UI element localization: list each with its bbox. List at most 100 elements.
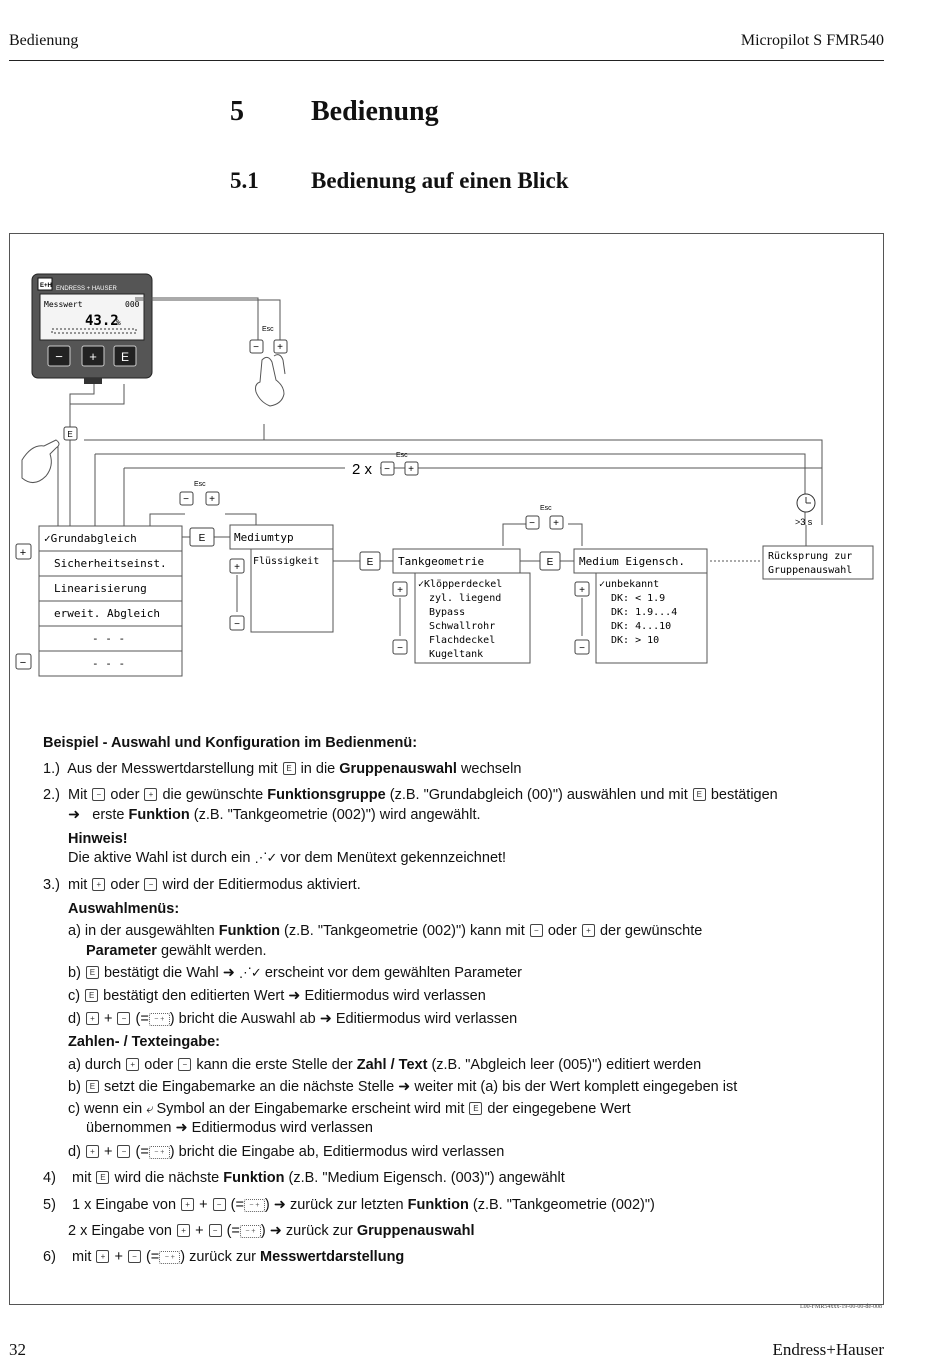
svg-text:Esc: Esc xyxy=(262,326,274,333)
svg-text:+: + xyxy=(20,547,26,559)
zahlen-b: b) E setzt die Eingabemarke an die nächs… xyxy=(68,1079,738,1095)
plus-key-icon: + xyxy=(177,1224,191,1237)
device-minus-button[interactable] xyxy=(47,345,71,367)
figure-code: L00-FMR54xxx-19-00-00-de-008 xyxy=(800,1304,882,1310)
option-item[interactable]: zyl. liegend xyxy=(429,593,501,604)
option-item[interactable]: Flachdeckel xyxy=(429,635,495,646)
e-key-hand[interactable]: E xyxy=(63,426,78,441)
clock-icon xyxy=(796,493,816,513)
minus-key-icon: − xyxy=(212,1198,226,1211)
step-3: 3.) mit + oder − wird der Editiermodus a… xyxy=(43,877,361,893)
device-plus-button[interactable] xyxy=(81,345,105,367)
function-title: Medium Eigensch. xyxy=(579,555,685,568)
svg-text:+: + xyxy=(209,494,215,505)
group-scroll-keys[interactable]: + − xyxy=(15,543,32,670)
running-header-right: Micropilot S FMR540 xyxy=(740,32,884,49)
svg-text:+: + xyxy=(553,518,559,529)
e-key-icon: E xyxy=(692,788,706,801)
option-item[interactable]: Bypass xyxy=(429,607,465,618)
chapter-title: Bedienung xyxy=(311,96,439,127)
group-item[interactable]: - - - xyxy=(92,632,125,645)
device-brand: ENDRESS + HAUSER xyxy=(56,286,118,292)
svg-text:Gruppenauswahl: Gruppenauswahl xyxy=(768,565,852,576)
e-key-icon: E xyxy=(85,989,99,1002)
svg-text:+: + xyxy=(408,464,414,475)
option-item[interactable]: ✓Klöpperdeckel xyxy=(418,579,502,590)
step-6: 6) mit + + − (=− +) zurück zur Messwertd… xyxy=(43,1249,405,1265)
group-item[interactable]: Sicherheitseinst. xyxy=(54,557,167,570)
svg-text:−: − xyxy=(20,657,26,669)
minus-key-icon: − xyxy=(144,878,158,891)
hand-press-e-icon xyxy=(21,439,60,483)
esc-keys-function[interactable]: Esc − + xyxy=(525,505,564,530)
svg-text:−: − xyxy=(253,342,259,353)
group-item[interactable]: - - - xyxy=(92,657,125,670)
plus-key-icon: + xyxy=(92,878,106,891)
timeout-label: >3 s xyxy=(795,517,813,527)
esc-key-icon: − + xyxy=(148,1013,170,1026)
option-item[interactable]: ✓unbekannt xyxy=(599,579,659,590)
minus-key-icon: − xyxy=(178,1058,192,1071)
esc-key-icon: − + xyxy=(159,1251,181,1264)
option-item[interactable]: Schwallrohr xyxy=(429,621,495,632)
group-item[interactable]: erweit. Abgleich xyxy=(54,607,160,620)
auswahl-d: d) + + − (=− +) bricht die Auswahl ab ➜ … xyxy=(68,1011,518,1027)
e-key-mediumtyp[interactable]: E xyxy=(359,551,381,571)
svg-text:E: E xyxy=(547,557,554,568)
group-item[interactable]: ✓Grundabgleich xyxy=(44,532,137,545)
e-key-icon: E xyxy=(96,1171,110,1184)
footer-brand: Endress+Hauser xyxy=(772,1340,884,1359)
esc-keys-group[interactable]: Esc − + xyxy=(179,481,220,506)
running-header-left: Bedienung xyxy=(9,32,79,49)
plus-key-icon: + xyxy=(85,1012,99,1025)
esc-key-icon: − + xyxy=(148,1146,170,1159)
svg-text:+: + xyxy=(277,342,283,353)
group-item[interactable]: Linearisierung xyxy=(54,582,147,595)
svg-text:Rücksprung zur: Rücksprung zur xyxy=(768,551,852,562)
step-2: 2.) Mit − oder + die gewünschte Funktion… xyxy=(43,787,778,803)
svg-text:2 x: 2 x xyxy=(352,461,373,478)
hinweis-text: Die aktive Wahl ist durch ein ⋰✓ vor dem… xyxy=(68,850,507,866)
header-rule xyxy=(9,60,884,61)
option-item[interactable]: DK: > 10 xyxy=(611,635,659,646)
device-e-button[interactable] xyxy=(113,345,137,367)
minus-key-icon: − xyxy=(92,788,106,801)
plus-key-icon: + xyxy=(85,1145,99,1158)
instructions-heading: Beispiel - Auswahl und Konfiguration im … xyxy=(43,735,418,751)
group-list: ✓Grundabgleich Sicherheitseinst. Lineari… xyxy=(38,525,183,677)
zahlen-d: d) + + − (=− +) bricht die Eingabe ab, E… xyxy=(68,1144,505,1160)
option-item[interactable]: Kugeltank xyxy=(429,649,483,660)
device-brand-short: E+H xyxy=(40,283,52,289)
return-box: Rücksprung zur Gruppenauswahl xyxy=(762,545,874,580)
operation-diagram: E+H ENDRESS + HAUSER Messwert 000 43.2 %… xyxy=(15,273,874,677)
hand-press-icon xyxy=(255,354,286,407)
enter-symbol-icon: ⤶ xyxy=(146,1101,153,1116)
svg-text:−: − xyxy=(234,619,240,630)
auswahl-a: a) in der ausgewählten Funktion (z.B. "T… xyxy=(68,923,703,939)
two-x-esc[interactable]: 2 x Esc − + xyxy=(352,452,419,478)
e-key-icon: E xyxy=(85,1080,99,1093)
plus-key-icon: + xyxy=(181,1198,195,1211)
display-label: Messwert xyxy=(44,300,83,309)
option-item[interactable]: DK: 4...10 xyxy=(611,621,671,632)
function-mediumtyp: Mediumtyp Flüssigkeit + − xyxy=(229,524,334,633)
svg-text:−: − xyxy=(397,643,403,654)
plus-key-icon: + xyxy=(96,1250,110,1263)
svg-text:E: E xyxy=(121,350,129,364)
svg-text:−: − xyxy=(183,494,189,505)
svg-text:Esc: Esc xyxy=(194,481,206,488)
option-item[interactable]: Flüssigkeit xyxy=(253,556,319,567)
e-key-tankgeometrie[interactable]: E xyxy=(539,551,561,571)
svg-text:E: E xyxy=(67,430,72,439)
step-1: 1.) Aus der Messwertdarstellung mit E in… xyxy=(43,761,522,777)
esc-keys-top[interactable]: Esc − + xyxy=(249,326,288,354)
minus-key-icon: − xyxy=(208,1224,222,1237)
zahlen-c2: übernommen ➜ Editiermodus wird verlassen xyxy=(86,1120,373,1136)
svg-text:E: E xyxy=(199,533,206,544)
option-item[interactable]: DK: < 1.9 xyxy=(611,593,665,604)
display-value: 43.2 xyxy=(85,313,119,329)
chapter-number: 5 xyxy=(230,96,244,127)
function-title: Tankgeometrie xyxy=(398,555,484,568)
option-item[interactable]: DK: 1.9...4 xyxy=(611,607,677,618)
e-key-group[interactable]: E xyxy=(189,527,215,547)
